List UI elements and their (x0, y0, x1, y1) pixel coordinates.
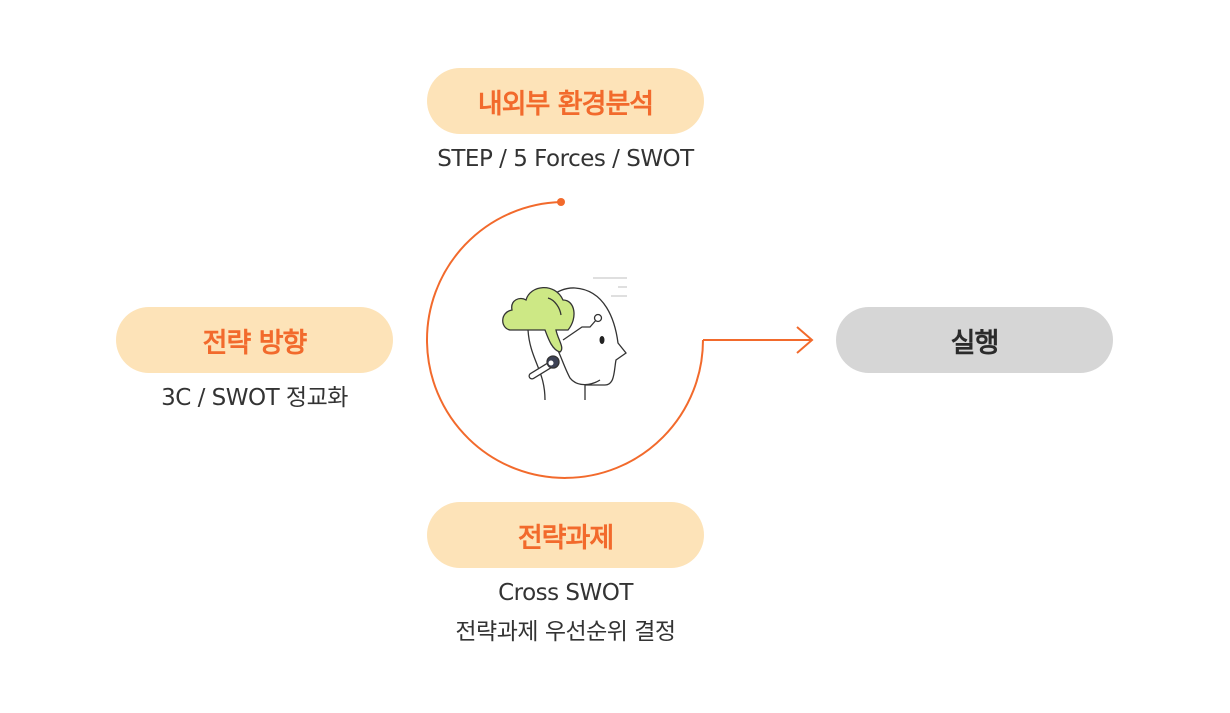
execute-pill: 실행 (836, 307, 1113, 373)
arc-start-dot (557, 198, 565, 206)
direction-label: 전략 방향 (202, 327, 308, 359)
tasks-sub-1: Cross SWOT (498, 580, 633, 606)
head-cloud-thinking-icon (502, 277, 627, 401)
direction-sub: 3C / SWOT 정교화 (161, 385, 348, 411)
tasks-sub-2: 전략과제 우선순위 결정 (455, 619, 676, 645)
direction-pill: 전략 방향 (116, 307, 393, 373)
analysis-pill: 내외부 환경분석 (427, 68, 704, 134)
cycle-arc (426, 201, 704, 479)
execute-label: 실행 (950, 327, 1000, 359)
tasks-pill: 전략과제 (427, 502, 704, 568)
analysis-sub: STEP / 5 Forces / SWOT (437, 146, 694, 172)
analysis-label: 내외부 환경분석 (477, 88, 654, 120)
tasks-label: 전략과제 (517, 522, 614, 554)
arrow-head-icon (796, 326, 814, 354)
